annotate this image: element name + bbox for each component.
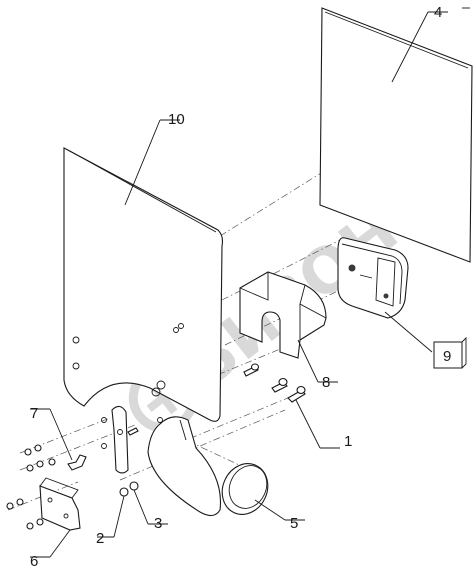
mounting-hole [178,323,184,329]
glass-panel [319,7,473,263]
nut [26,522,34,530]
leader-5 [254,499,305,521]
clamp-hole [117,429,123,435]
clip-piece [67,454,87,471]
parts-2-3-nuts-washers [6,444,139,530]
leader-7 [30,408,73,461]
nut [6,502,14,510]
bolt [271,377,288,393]
part-8-lamp-bracket [239,271,327,359]
leader-1 [295,399,340,449]
washer [16,498,24,506]
lower-flap-body [147,416,222,517]
glass-edge [324,11,469,69]
lamp-face-edge [341,243,403,305]
mudflap-edge [67,149,217,233]
washer [36,460,44,468]
callout-7: 7 [30,405,38,422]
mounting-hole [156,380,166,390]
mudflap-plate [63,147,224,422]
callout-9: 9 [443,348,451,365]
mounting-hole [101,443,107,449]
nut [26,464,34,472]
bracket-hole [47,497,53,503]
axis-line [174,434,251,471]
part-5-reflector [221,463,269,515]
part-4-glass [319,7,473,263]
mounting-hole [157,417,163,423]
angle-bracket-body [39,485,81,531]
leader-lines [30,11,448,558]
lamp-screw [348,264,356,272]
callout-2: 2 [96,530,104,547]
clamp-strip [111,405,129,474]
mounting-hole [72,362,80,370]
callout-labels: 10 4 8 1 5 3 2 6 7 9 [30,4,451,570]
reflector-rim [228,465,268,509]
nut [24,448,32,456]
leader-2 [97,495,125,538]
lamp-screw [383,293,389,299]
nut [119,487,129,497]
part-9-lamp [337,237,409,319]
leader-6 [30,529,71,558]
bolt-head [296,385,306,395]
mounting-hole [173,327,179,333]
bolt-head [278,377,288,387]
axis-line [19,417,111,454]
leader-9 [384,311,433,353]
washer [36,518,44,526]
axis-line [149,394,296,456]
washer [129,481,139,491]
mounting-hole [72,336,80,344]
axis-line [119,409,286,481]
leader-10 [124,119,180,206]
part-10-mudflap [63,147,224,449]
washer [48,458,56,466]
callout-10: 10 [168,111,185,128]
lower-flap-edge [179,419,187,441]
leader-4 [391,11,448,83]
lamp-housing [337,237,409,319]
callout-3: 3 [154,515,162,532]
leader-8 [297,339,338,383]
part-7-clamp [67,405,129,474]
bolt [287,385,306,403]
axis-line [7,481,79,511]
lower-flap [147,416,222,517]
bolt-head [250,363,260,371]
callout-4: 4 [434,4,442,21]
lamp-lens [375,257,396,307]
callout-6: 6 [30,553,38,570]
mounting-hole [151,387,161,397]
callout-8: 8 [322,374,330,391]
bolt-shank [127,427,139,436]
callout-1: 1 [344,433,352,450]
bracket-body [239,271,327,359]
callout-5: 5 [290,515,298,532]
bolt [127,427,139,436]
leader-3 [133,489,168,525]
bracket-hole [63,513,69,519]
part-1-bolts [127,363,306,436]
part-6-angle-bracket [39,477,81,531]
lamp-detail [359,274,373,279]
washer [34,444,42,452]
callout-9-box [433,341,463,369]
angle-bracket-flange [39,477,79,499]
callout-9-box-shadow [461,336,467,369]
bracket-edge [239,272,269,301]
mounting-hole [101,417,107,423]
bolt [243,363,260,377]
